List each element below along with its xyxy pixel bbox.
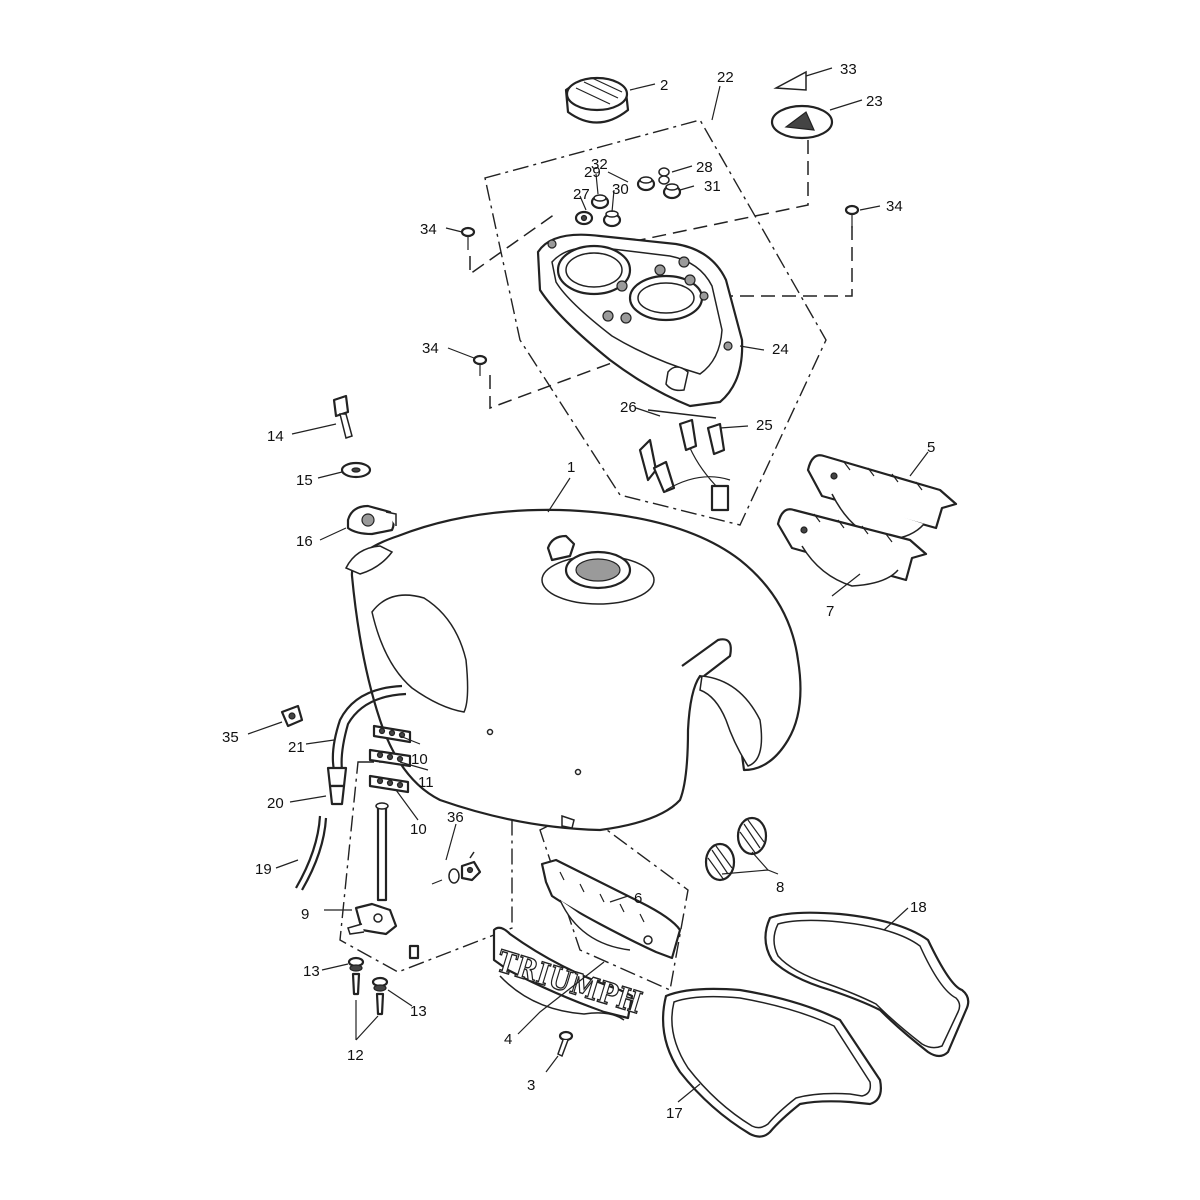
mount-bracket-16 bbox=[346, 504, 397, 536]
grommet-29 bbox=[590, 194, 610, 210]
instrument-group-outline bbox=[484, 119, 827, 526]
callout-11: 11 bbox=[418, 774, 434, 791]
callout-16: 16 bbox=[296, 533, 313, 550]
grommet-31 bbox=[662, 183, 682, 200]
fuel-cap-2 bbox=[564, 76, 630, 124]
grommet-32 bbox=[636, 176, 656, 192]
fuel-pipe-19 bbox=[295, 815, 328, 891]
bolt-12-lower bbox=[375, 992, 385, 1016]
tank-pad-18-inner bbox=[773, 919, 961, 1049]
cap-dash-line bbox=[639, 140, 809, 262]
callout-28: 28 bbox=[696, 159, 713, 176]
callout-24: 24 bbox=[772, 341, 789, 358]
badge-mount-6 bbox=[540, 858, 682, 960]
callout-34-lower: 34 bbox=[422, 340, 439, 357]
callout-26: 26 bbox=[620, 399, 637, 416]
washer-13-lower bbox=[371, 976, 389, 992]
mount-dash-line-left bbox=[469, 213, 556, 276]
grommet-30 bbox=[602, 210, 622, 228]
screw-34-lower bbox=[472, 354, 488, 376]
callout-36: 36 bbox=[447, 809, 464, 826]
washer-13-upper bbox=[347, 956, 365, 972]
inline-filter-20 bbox=[326, 766, 348, 806]
clip-35 bbox=[280, 704, 304, 728]
callout-31: 31 bbox=[704, 178, 721, 195]
callout-4: 4 bbox=[504, 1031, 512, 1048]
callout-27: 27 bbox=[573, 186, 590, 203]
callout-10-lower: 10 bbox=[410, 821, 427, 838]
gasket-10-upper bbox=[372, 724, 412, 744]
tank-badge-insert bbox=[784, 111, 815, 131]
screw-3 bbox=[557, 1030, 574, 1058]
gasket-10-lower bbox=[368, 774, 410, 794]
callout-15: 15 bbox=[296, 472, 313, 489]
fuel-hose-21 bbox=[331, 684, 407, 771]
callout-10-upper: 10 bbox=[411, 751, 428, 768]
grommet-28 bbox=[658, 167, 670, 185]
screw-34-right bbox=[844, 204, 860, 228]
callout-33: 33 bbox=[840, 61, 857, 78]
callout-34-left: 34 bbox=[420, 221, 437, 238]
callout-21: 21 bbox=[288, 739, 305, 756]
bolt-12-upper bbox=[351, 972, 361, 996]
callout-29: 29 bbox=[584, 164, 601, 181]
callout-14: 14 bbox=[267, 428, 284, 445]
wiring-harness-25 bbox=[638, 409, 731, 512]
callout-19: 19 bbox=[255, 861, 272, 878]
callout-8: 8 bbox=[776, 879, 784, 896]
callout-2: 2 bbox=[660, 77, 668, 94]
callout-7: 7 bbox=[826, 603, 834, 620]
tap-repair-kit-36 bbox=[431, 851, 482, 885]
tank-pad-17-inner bbox=[671, 995, 872, 1129]
knee-pad-7 bbox=[776, 508, 928, 587]
callout-18: 18 bbox=[910, 899, 927, 916]
callout-25: 25 bbox=[756, 417, 773, 434]
callout-12: 12 bbox=[347, 1047, 364, 1064]
fuel-tank-1 bbox=[344, 508, 802, 832]
callout-35: 35 bbox=[222, 729, 239, 746]
callout-22: 22 bbox=[717, 69, 734, 86]
callout-34-right: 34 bbox=[886, 198, 903, 215]
leader-lines bbox=[247, 67, 929, 1103]
instrument-housing-24 bbox=[536, 233, 744, 408]
screw-small bbox=[408, 944, 420, 960]
callout-13-upper: 13 bbox=[303, 963, 320, 980]
grommet-27 bbox=[574, 210, 594, 226]
callout-9: 9 bbox=[301, 906, 309, 923]
callout-6: 6 bbox=[634, 890, 642, 907]
callout-13-lower: 13 bbox=[410, 1003, 427, 1020]
bolt-14 bbox=[332, 394, 353, 439]
washer-15 bbox=[340, 461, 372, 479]
rubber-buffers-8 bbox=[704, 816, 768, 882]
mount-dash-line-right bbox=[729, 226, 853, 345]
callout-20: 20 bbox=[267, 795, 284, 812]
callout-23: 23 bbox=[866, 93, 883, 110]
callout-labels: 1 2 3 4 5 6 7 8 9 10 10 11 12 13 13 14 1… bbox=[222, 61, 935, 1122]
callout-3: 3 bbox=[527, 1077, 535, 1094]
callout-5: 5 bbox=[927, 439, 935, 456]
callout-32: 32 bbox=[591, 156, 608, 173]
fuel-tap-9 bbox=[347, 802, 398, 936]
screw-34-left bbox=[460, 226, 476, 250]
triumph-badge-4: TRIUMPH bbox=[492, 926, 647, 1022]
callout-30: 30 bbox=[612, 181, 629, 198]
callout-17: 17 bbox=[666, 1105, 683, 1122]
callout-1: 1 bbox=[567, 459, 575, 476]
emblem-insert-33 bbox=[773, 70, 807, 91]
